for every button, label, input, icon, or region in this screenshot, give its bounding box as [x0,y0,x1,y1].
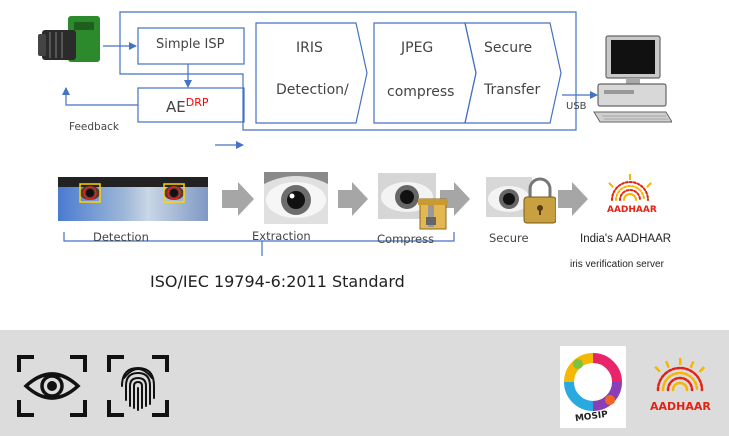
aadhaar-flow-logo-text: AADHAAR [607,205,657,215]
compress-label: Compress [377,232,435,246]
standard-bracket [63,232,455,256]
simple-isp-label: Simple ISP [156,37,225,52]
archive-icon [418,198,448,230]
jpeg-label-line1: JPEG [401,40,434,56]
aadhaar-flow-logo [608,174,652,201]
detection-label: Detection [93,230,149,244]
server-label-line2: iris verification server [570,259,664,270]
ae-label: AEDRP [166,96,209,116]
secure-label-line1: Secure [484,40,533,56]
iris-label-line1: IRIS [296,40,323,56]
fingerprint-scan-icon [107,355,169,417]
camera-module-icon [38,16,100,62]
flow-arrow-3 [440,182,470,216]
extracted-eye-image [264,172,328,224]
standard-label: ISO/IEC 19794-6:2011 Standard [150,272,405,291]
aadhaar-logo-text: AADHAAR [650,400,711,413]
outer-frame [119,11,577,131]
face-detection-image [58,177,208,221]
secure-box [464,22,562,124]
secure-label: Secure [489,231,529,245]
flow-arrow-4 [558,182,588,216]
feedback-arrow [62,87,138,106]
simple-isp-box [137,27,245,65]
ae-drp-superscript: DRP [185,96,209,109]
extraction-label: Extraction [252,229,311,243]
feedback-label: Feedback [69,121,120,133]
ae-text: AE [166,98,186,116]
flow-arrow-1 [222,182,254,216]
aadhaar-logo [654,358,706,392]
secure-eye-image [486,177,556,224]
flow-arrow-2 [338,182,368,216]
jpeg-label-line2: compress [387,84,455,100]
iris-box [255,22,368,124]
usb-label: USB [566,101,587,112]
mosip-logo [560,346,626,428]
flow-arrows [222,182,588,216]
server-label-line1: India's AADHAAR [580,233,672,245]
eye-scan-icon [17,355,87,417]
computer-icon [593,35,672,123]
compressed-eye-image [378,173,448,230]
secure-label-line2: Transfer [484,82,541,98]
iris-label-line2: Detection/ [276,82,349,98]
padlock-icon [523,177,556,224]
